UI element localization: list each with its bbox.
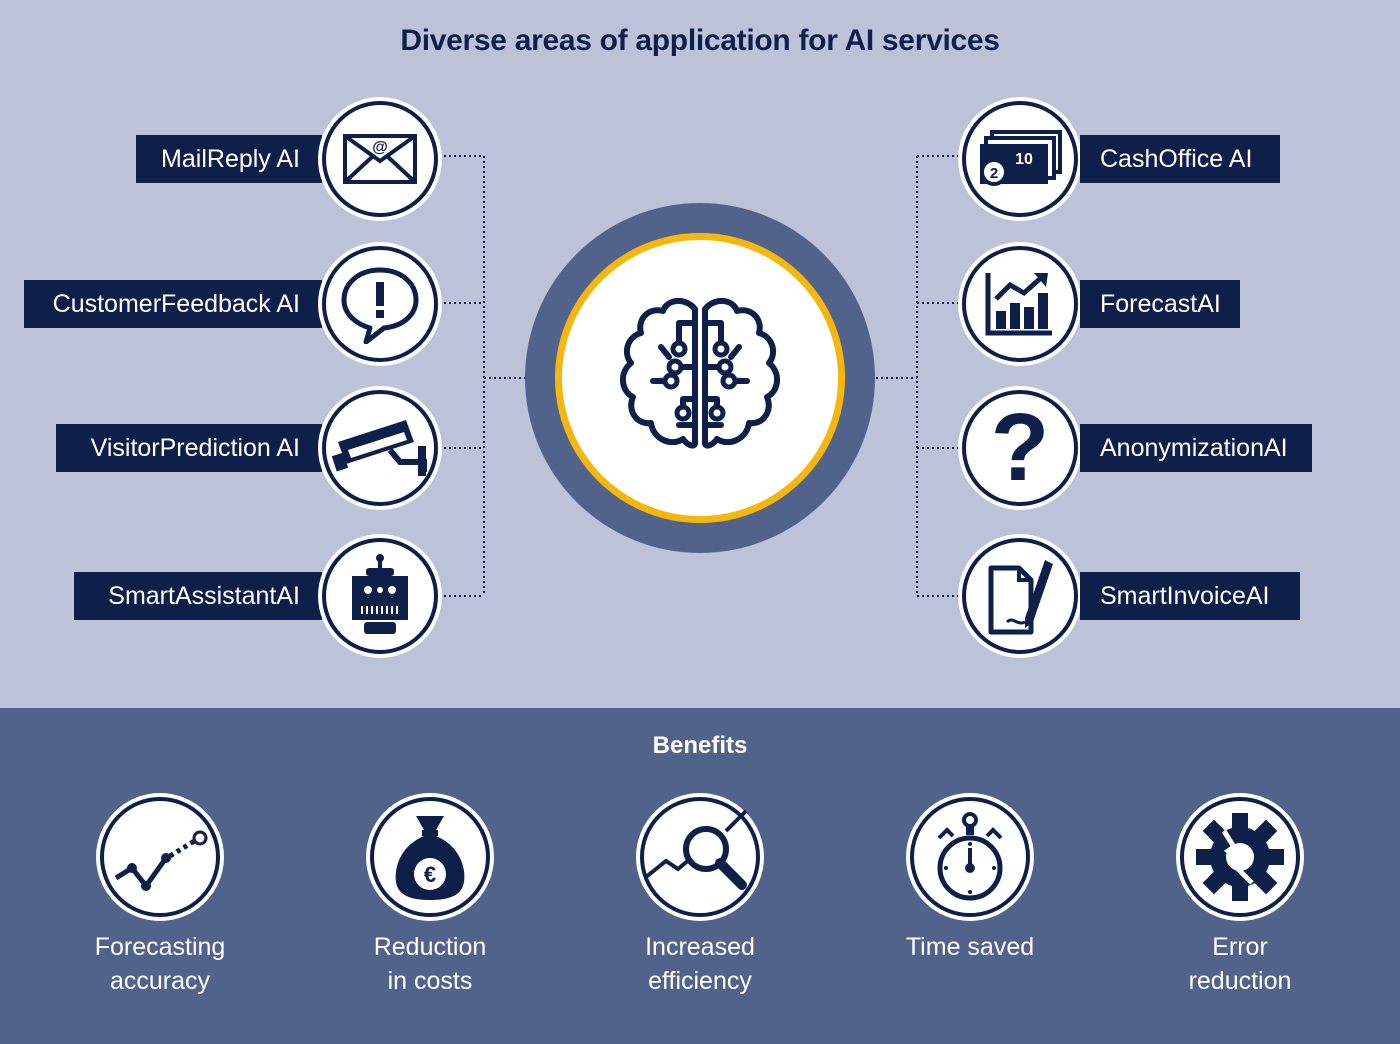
- envelope-at-icon: @: [343, 134, 417, 184]
- page-title: Diverse areas of application for AI serv…: [400, 24, 1000, 57]
- question-mark-icon: ?: [991, 406, 1050, 490]
- broken-gear-icon: [1196, 813, 1284, 901]
- benefit-line2: accuracy: [109, 967, 211, 995]
- svg-text:10: 10: [1015, 151, 1033, 168]
- service-icon-mailreply: @: [322, 101, 438, 217]
- stopwatch-icon: [937, 812, 1003, 901]
- service-label-customerfeedback: CustomerFeedback AI: [24, 280, 322, 328]
- bar-chart-arrow-icon: [985, 273, 1052, 336]
- benefit-icon-time: [910, 797, 1030, 917]
- svg-text:?: ?: [991, 406, 1050, 490]
- benefit-label-efficiency: Increased efficiency: [590, 930, 810, 998]
- benefit-label-costs: Reduction in costs: [320, 930, 540, 998]
- benefit-line2: reduction: [1188, 967, 1292, 995]
- benefit-line2: efficiency: [648, 967, 752, 995]
- hub-circle: [555, 233, 845, 523]
- service-icon-forecast: [962, 246, 1078, 362]
- euro-money-bag-icon: €: [395, 816, 465, 900]
- cash-coins-icon: 10 2: [980, 130, 1062, 186]
- svg-text:€: €: [424, 862, 436, 887]
- service-icon-visitorprediction: [322, 390, 438, 506]
- service-label-anonymization: AnonymizationAI: [1080, 424, 1312, 472]
- benefit-line2: in costs: [387, 967, 473, 995]
- benefit-icon-errors: [1180, 797, 1300, 917]
- robot-head-icon: [352, 554, 408, 634]
- security-camera-icon: [332, 420, 427, 476]
- service-icon-customerfeedback: [322, 246, 438, 362]
- service-label-forecast: ForecastAI: [1080, 280, 1240, 328]
- trend-line-icon: [114, 830, 208, 891]
- benefit-label-time: Time saved: [860, 930, 1080, 964]
- benefit-icon-efficiency: [640, 797, 760, 917]
- service-label-smartinvoice: SmartInvoiceAI: [1080, 572, 1300, 620]
- benefit-line1: Forecasting: [94, 933, 226, 961]
- magnifier-trend-icon: [644, 809, 748, 890]
- service-icon-smartassistant: [322, 538, 438, 654]
- benefit-icon-costs: €: [370, 797, 490, 917]
- service-icon-cashoffice: 10 2: [962, 101, 1078, 217]
- service-icon-anonymization: ?: [962, 390, 1078, 506]
- benefit-line1: Reduction: [373, 933, 487, 961]
- benefit-line1: Time saved: [905, 933, 1035, 961]
- svg-text:@: @: [372, 139, 388, 156]
- svg-text:2: 2: [990, 165, 998, 182]
- service-icon-smartinvoice: [962, 538, 1078, 654]
- service-label-cashoffice: CashOffice AI: [1080, 135, 1280, 183]
- benefits-title: Benefits: [652, 732, 748, 759]
- service-label-visitorprediction: VisitorPrediction AI: [56, 424, 322, 472]
- speech-bubble-exclamation-icon: [341, 267, 419, 344]
- benefit-icon-forecasting: [100, 797, 220, 917]
- document-pen-icon: [988, 560, 1053, 635]
- service-label-mailreply: MailReply AI: [136, 135, 322, 183]
- benefit-line1: Error: [1212, 933, 1268, 961]
- connector-lines: [444, 155, 958, 597]
- benefit-line1: Increased: [645, 933, 755, 961]
- service-label-smartassistant: SmartAssistantAI: [74, 572, 322, 620]
- benefit-label-errors: Error reduction: [1130, 930, 1350, 998]
- benefit-label-forecasting: Forecasting accuracy: [50, 930, 270, 998]
- brain-circuit-icon: [620, 298, 780, 449]
